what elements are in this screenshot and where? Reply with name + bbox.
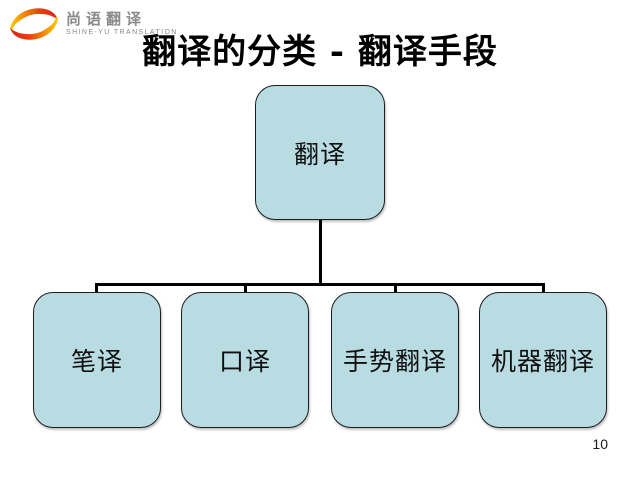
logo: 尚语翻译 SHINE-YU TRANSLATION [8, 4, 178, 44]
node-label: 口译 [218, 347, 271, 376]
node-written-translation: 笔译 [33, 292, 161, 428]
node-root-label: 翻译 [293, 139, 346, 169]
connector-stub-2 [244, 283, 247, 293]
node-label: 笔译 [70, 347, 123, 376]
node-label: 手势翻译 [342, 347, 447, 376]
logo-brand-en: SHINE-YU TRANSLATION [66, 29, 178, 36]
connector-stub-4 [542, 283, 545, 293]
connector-stub-3 [394, 283, 397, 293]
logo-brand-cn: 尚语翻译 [66, 10, 147, 28]
node-machine-translation: 机器翻译 [479, 292, 607, 428]
connector-stub-1 [95, 283, 98, 293]
swirl-icon [10, 8, 58, 40]
page-number: 10 [592, 436, 608, 452]
slide-title: 翻译的分类 - 翻译手段 [142, 32, 498, 72]
node-root: 翻译 [255, 85, 385, 220]
logo-text: 尚语翻译 SHINE-YU TRANSLATION [66, 11, 178, 37]
node-label: 机器翻译 [490, 347, 595, 376]
node-sign-language-translation: 手势翻译 [331, 292, 459, 428]
connector-root-vertical [319, 220, 322, 285]
node-interpretation: 口译 [181, 292, 309, 428]
connector-horizontal [95, 283, 545, 286]
